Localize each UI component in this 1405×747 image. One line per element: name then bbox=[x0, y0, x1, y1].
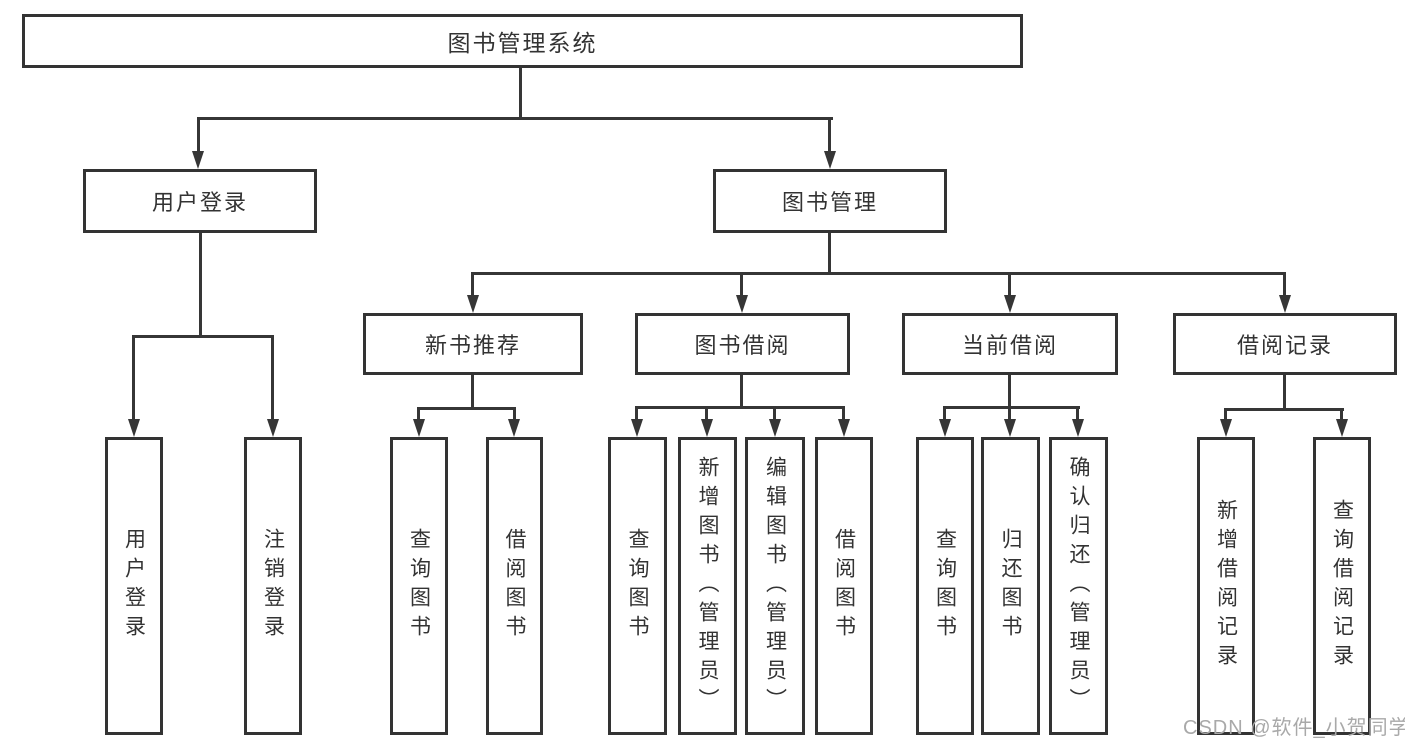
node-logout: 注销登录 bbox=[244, 437, 302, 735]
arrow-down-icon bbox=[701, 419, 713, 437]
arrow-down-icon bbox=[128, 419, 140, 437]
connector-vline bbox=[513, 409, 516, 421]
connector-vline bbox=[197, 119, 200, 152]
connector-hline bbox=[635, 406, 845, 409]
connector-vline bbox=[471, 375, 474, 407]
node-label: 归还图书 bbox=[999, 528, 1022, 644]
connector-vline bbox=[828, 233, 831, 272]
arrow-down-icon bbox=[1072, 419, 1084, 437]
connector-vline bbox=[519, 68, 522, 117]
node-bb-query-books: 查询图书 bbox=[608, 437, 667, 735]
node-label: 用户登录 bbox=[122, 528, 146, 644]
node-label: 查询图书 bbox=[626, 528, 649, 644]
node-root: 图书管理系统 bbox=[22, 14, 1023, 68]
arrow-down-icon bbox=[1279, 295, 1291, 313]
arrow-down-icon bbox=[769, 419, 781, 437]
node-label: 查询借阅记录 bbox=[1330, 499, 1354, 673]
connector-hline bbox=[471, 272, 1286, 275]
node-book-borrow: 图书借阅 bbox=[635, 313, 850, 375]
arrow-down-icon bbox=[508, 419, 520, 437]
connector-vline bbox=[1008, 408, 1011, 421]
node-label: 借阅图书 bbox=[503, 528, 526, 644]
node-label: 编辑图书（管理员） bbox=[763, 455, 787, 717]
node-bb-add-books-admin: 新增图书（管理员） bbox=[678, 437, 737, 735]
connector-hline bbox=[417, 407, 516, 410]
connector-vline bbox=[705, 408, 708, 421]
connector-hline bbox=[197, 117, 833, 120]
connector-vline bbox=[773, 408, 776, 421]
arrow-down-icon bbox=[824, 151, 836, 169]
node-label: 查询图书 bbox=[407, 528, 431, 644]
connector-vline bbox=[635, 408, 638, 421]
connector-vline bbox=[471, 274, 474, 297]
connector-vline bbox=[740, 274, 743, 297]
connector-vline bbox=[417, 409, 420, 421]
connector-vline bbox=[1283, 375, 1286, 408]
connector-hline bbox=[943, 406, 1080, 409]
node-label: 新增图书（管理员） bbox=[696, 455, 719, 717]
node-label: 新增借阅记录 bbox=[1214, 499, 1238, 673]
node-user-login: 用户登录 bbox=[83, 169, 317, 233]
node-login: 用户登录 bbox=[105, 437, 163, 735]
node-cb-query-books: 查询图书 bbox=[916, 437, 974, 735]
arrow-down-icon bbox=[631, 419, 643, 437]
node-label: 查询图书 bbox=[933, 528, 957, 644]
node-new-books: 新书推荐 bbox=[363, 313, 583, 375]
node-nb-borrow-books: 借阅图书 bbox=[486, 437, 543, 735]
node-label: 确认归还（管理员） bbox=[1067, 455, 1090, 717]
arrow-down-icon bbox=[413, 419, 425, 437]
connector-vline bbox=[199, 233, 202, 335]
node-current-borrow: 当前借阅 bbox=[902, 313, 1118, 375]
node-label: 注销登录 bbox=[261, 528, 285, 644]
connector-vline bbox=[943, 408, 946, 421]
arrow-down-icon bbox=[939, 419, 951, 437]
node-label: 借阅图书 bbox=[832, 528, 856, 644]
connector-vline bbox=[1340, 410, 1343, 421]
connector-vline bbox=[1076, 408, 1079, 421]
node-br-add-record: 新增借阅记录 bbox=[1197, 437, 1255, 735]
connector-vline bbox=[271, 337, 274, 421]
arrow-down-icon bbox=[192, 151, 204, 169]
arrow-down-icon bbox=[467, 295, 479, 313]
arrow-down-icon bbox=[736, 295, 748, 313]
connector-hline bbox=[1224, 408, 1344, 411]
node-bb-edit-books-admin: 编辑图书（管理员） bbox=[745, 437, 805, 735]
arrow-down-icon bbox=[1220, 419, 1232, 437]
node-book-mgmt: 图书管理 bbox=[713, 169, 947, 233]
arrow-down-icon bbox=[838, 419, 850, 437]
connector-vline bbox=[828, 119, 831, 152]
connector-vline bbox=[1008, 274, 1011, 297]
arrow-down-icon bbox=[1336, 419, 1348, 437]
arrow-down-icon bbox=[267, 419, 279, 437]
connector-vline bbox=[740, 375, 743, 406]
connector-vline bbox=[1283, 274, 1286, 297]
node-br-query-record: 查询借阅记录 bbox=[1313, 437, 1371, 735]
connector-vline bbox=[1224, 410, 1227, 421]
arrow-down-icon bbox=[1004, 295, 1016, 313]
node-nb-query-books: 查询图书 bbox=[390, 437, 448, 735]
node-borrow-records: 借阅记录 bbox=[1173, 313, 1397, 375]
connector-vline bbox=[842, 408, 845, 421]
connector-vline bbox=[1008, 375, 1011, 406]
node-cb-confirm-return-admin: 确认归还（管理员） bbox=[1049, 437, 1108, 735]
node-cb-return-books: 归还图书 bbox=[981, 437, 1040, 735]
arrow-down-icon bbox=[1004, 419, 1016, 437]
watermark: CSDN @软件_小贺同学 bbox=[1183, 717, 1405, 739]
connector-vline bbox=[132, 337, 135, 421]
node-bb-borrow-books: 借阅图书 bbox=[815, 437, 873, 735]
connector-hline bbox=[132, 335, 274, 338]
